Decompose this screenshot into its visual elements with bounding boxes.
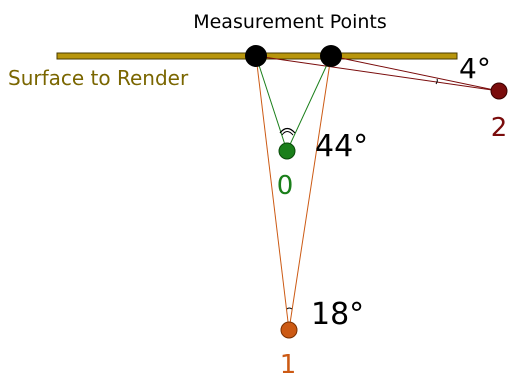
surface-label: Surface to Render	[8, 66, 189, 90]
angle-arc-observer-0	[279, 127, 296, 134]
observer-1-label: 1	[280, 350, 297, 378]
measurement-point-right	[320, 45, 342, 67]
diagram-title: Measurement Points	[193, 11, 387, 33]
observer-1-angle: 18°	[311, 297, 364, 332]
angle-arc-observer-0-inner	[281, 131, 294, 136]
ray-observer-2-right	[330, 55, 500, 92]
ray-observer-2-left	[255, 55, 500, 92]
ray-observer-1-left	[255, 55, 290, 331]
observer-1-point	[280, 321, 298, 339]
observer-2-point	[490, 82, 508, 100]
ray-observer-1-right	[288, 55, 332, 331]
observer-0-angle: 44°	[315, 129, 368, 164]
measurement-point-left	[245, 45, 267, 67]
angle-arc-observer-2	[435, 78, 438, 85]
ray-observer-0-right	[286, 55, 332, 152]
observer-0-label: 0	[277, 171, 294, 201]
ray-observer-0-left	[255, 55, 288, 152]
observer-2-angle: 4°	[459, 52, 491, 85]
observer-2-label: 2	[491, 113, 508, 143]
observer-0-point	[278, 142, 296, 160]
angle-arc-observer-1	[286, 307, 293, 310]
